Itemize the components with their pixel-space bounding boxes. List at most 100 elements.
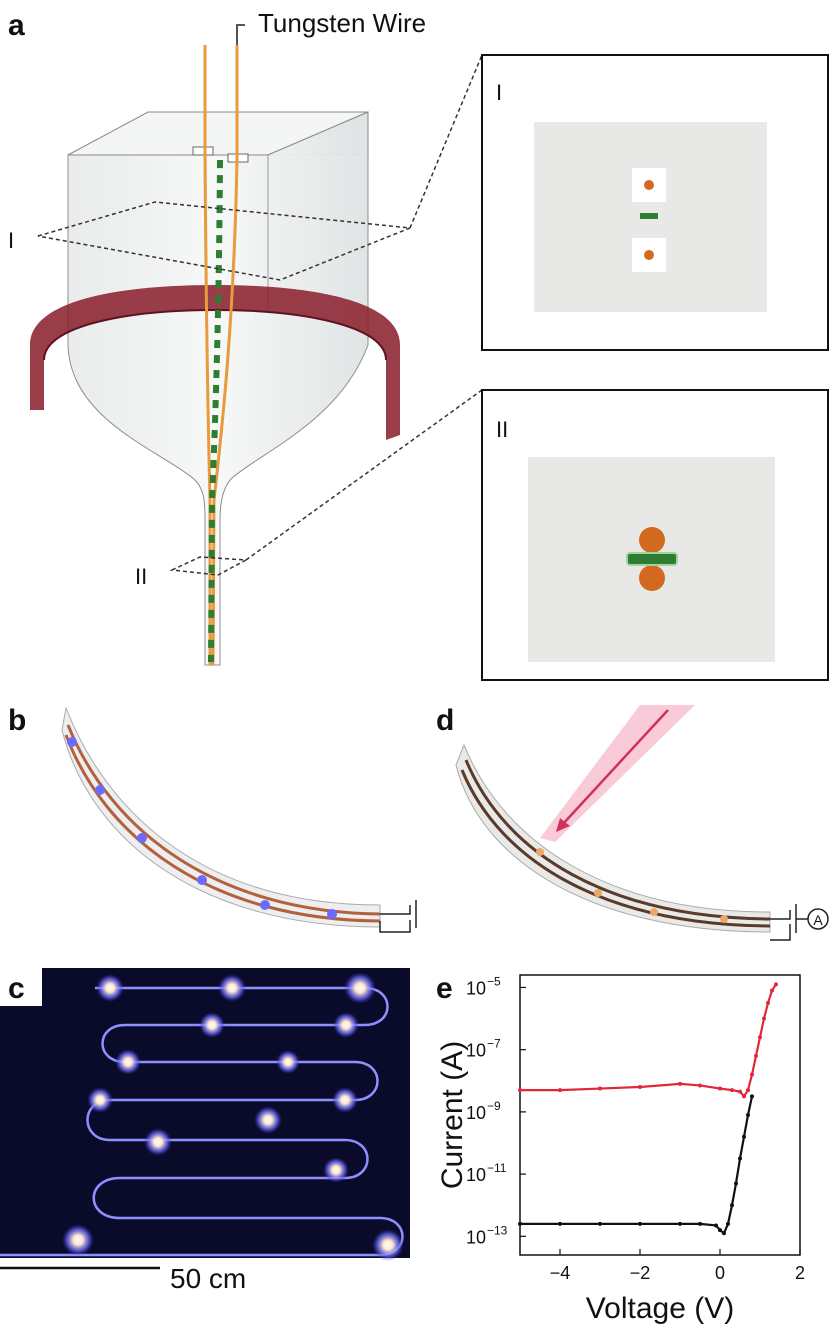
- section-label-II: II: [135, 564, 147, 589]
- data-point: [726, 1221, 730, 1226]
- panel-b: [61, 706, 417, 933]
- serpentine-fiber: [0, 986, 404, 1257]
- section-label-I: I: [8, 228, 14, 253]
- battery-symbol-b: [379, 900, 417, 933]
- green-core: [208, 159, 223, 663]
- glow-spot: [96, 974, 124, 1002]
- glow-dot: [197, 875, 207, 885]
- top-hole-left: [192, 146, 214, 156]
- data-point: [738, 1089, 742, 1094]
- inset-II-core: [626, 552, 678, 566]
- y-tick-label: 10: [466, 1041, 486, 1061]
- panel-a: Tungsten Wire I II I II: [8, 8, 829, 681]
- data-point: [734, 1181, 738, 1186]
- y-tick-exponent: −9: [487, 1099, 501, 1113]
- plot-frame: [519, 974, 801, 1256]
- data-point: [766, 1001, 770, 1005]
- panel-c: 50 cm: [0, 968, 410, 1294]
- glow-spot: [372, 1229, 404, 1261]
- heating-band-inner-edge: [43, 308, 387, 361]
- device-dot: [720, 915, 728, 923]
- data-point: [730, 1088, 734, 1093]
- panel-letter-e: e: [436, 972, 453, 1005]
- x-axis-label: Voltage (V): [586, 1292, 734, 1325]
- tungsten-wire-right: [211, 45, 239, 666]
- series-line-0: [520, 1096, 754, 1235]
- glow-dot: [95, 785, 105, 795]
- data-point: [750, 1072, 754, 1077]
- data-point: [762, 1016, 766, 1021]
- inset-II-electrode-bottom: [639, 565, 665, 591]
- data-point: [678, 1221, 682, 1226]
- data-point: [730, 1203, 734, 1208]
- data-point: [558, 1221, 562, 1226]
- laser-beam: [561, 709, 669, 826]
- inset-II-electrode-top: [639, 527, 665, 553]
- inset-I-electrode-bottom: [644, 250, 654, 260]
- data-point: [770, 988, 774, 993]
- leader-I: [409, 54, 483, 229]
- ammeter-icon: [807, 908, 829, 930]
- y-tick-label: 10: [466, 1227, 486, 1247]
- data-point: [698, 1221, 702, 1226]
- photo-background: [0, 968, 410, 1258]
- data-point: [750, 1094, 754, 1099]
- y-tick-exponent: −7: [487, 1037, 501, 1051]
- glow-dot: [67, 737, 77, 747]
- panel-letter-a: a: [8, 9, 25, 42]
- glow-spot: [87, 1087, 113, 1113]
- inset-I-label: I: [496, 80, 502, 105]
- glow-spot: [254, 1106, 282, 1134]
- series-layer: [518, 982, 778, 1236]
- data-point: [598, 1086, 602, 1091]
- panel-letter-c: c: [8, 972, 25, 1005]
- data-point: [742, 1134, 746, 1139]
- y-tick-exponent: −11: [487, 1161, 507, 1175]
- y-tick-label: 10: [466, 1103, 486, 1123]
- glow-spot: [62, 1224, 94, 1256]
- device-dot: [650, 908, 658, 916]
- ammeter-label: A: [813, 912, 823, 928]
- y-axis-label: Current (A): [436, 1041, 469, 1189]
- tungsten-wire-left: [203, 45, 212, 665]
- glow-spot: [332, 1087, 358, 1113]
- y-tick-exponent: −5: [487, 974, 501, 988]
- data-point: [518, 1221, 522, 1226]
- laser-arrow-head: [556, 818, 570, 832]
- glow-dot: [327, 909, 337, 919]
- x-tick-label: −2: [630, 1263, 651, 1283]
- data-point: [598, 1221, 602, 1226]
- data-point: [746, 1088, 750, 1093]
- data-point: [718, 1228, 722, 1233]
- data-point: [758, 1035, 762, 1040]
- data-point: [754, 1053, 758, 1058]
- fiber-d-electrode-1: [464, 759, 771, 921]
- inset-I-core: [640, 213, 658, 219]
- data-point: [742, 1094, 746, 1099]
- x-tick-label: 0: [715, 1263, 725, 1283]
- glow-dot: [137, 833, 147, 843]
- series-line-1: [520, 983, 777, 1099]
- wire-label-leader: [236, 24, 245, 45]
- panel-letter-b: b: [8, 704, 26, 737]
- data-point: [638, 1221, 642, 1226]
- y-tick-label: 10: [466, 1165, 486, 1185]
- data-point: [558, 1088, 562, 1093]
- data-point: [774, 982, 778, 987]
- data-point: [746, 1113, 750, 1117]
- y-tick-exponent: −13: [487, 1223, 508, 1237]
- y-tick-label: 10: [466, 978, 486, 998]
- data-point: [738, 1156, 742, 1161]
- glow-dot: [260, 900, 270, 910]
- device-dot: [536, 848, 544, 856]
- data-point: [678, 1081, 682, 1086]
- data-point: [722, 1231, 726, 1236]
- glow-spot: [115, 1049, 141, 1075]
- glow-spot: [199, 1012, 225, 1038]
- fiber-b-electrode-2: [64, 734, 381, 923]
- data-point: [638, 1085, 642, 1089]
- data-point: [718, 1086, 722, 1091]
